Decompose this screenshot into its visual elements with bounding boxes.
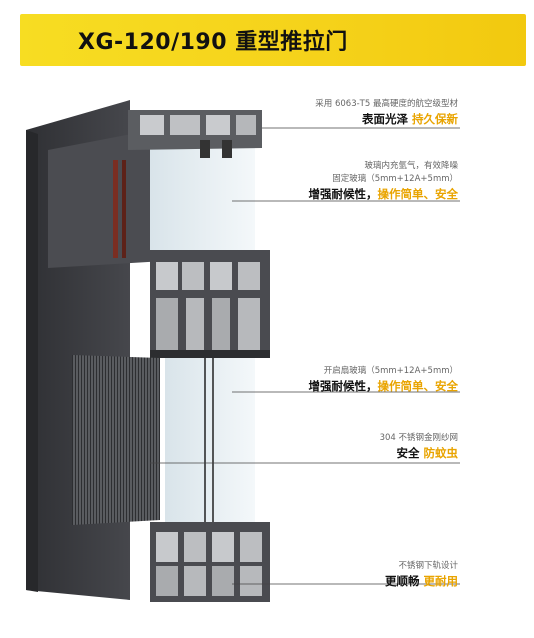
annotation-bottom-track: 不锈钢下轨设计 更顺畅 更耐用 <box>384 561 458 588</box>
bottom-profile <box>150 522 270 602</box>
annotation-profile: 采用 6063-T5 最高硬度的航空级型材 表面光泽 持久保新 <box>315 99 458 126</box>
annotation-screen-mesh: 304 不锈钢金刚纱网 安全 防蚊虫 <box>379 433 458 460</box>
page-title: XG-120/190 重型推拉门 <box>78 30 348 55</box>
middle-profile <box>150 250 270 358</box>
title-banner <box>20 14 526 66</box>
frame-front-panel <box>26 130 38 592</box>
annotation-fixed-glass: 玻璃内充氩气，有效降噪 固定玻璃（5mm+12A+5mm） 增强耐候性，操作简单… <box>308 161 459 201</box>
top-profile <box>128 110 262 158</box>
sash-glass <box>165 358 255 526</box>
upper-glass-sealant <box>113 160 118 258</box>
screen-mesh <box>72 355 160 525</box>
annotation-sash-glass: 开启扇玻璃（5mm+12A+5mm） 增强耐候性，操作简单、安全 <box>308 366 459 393</box>
